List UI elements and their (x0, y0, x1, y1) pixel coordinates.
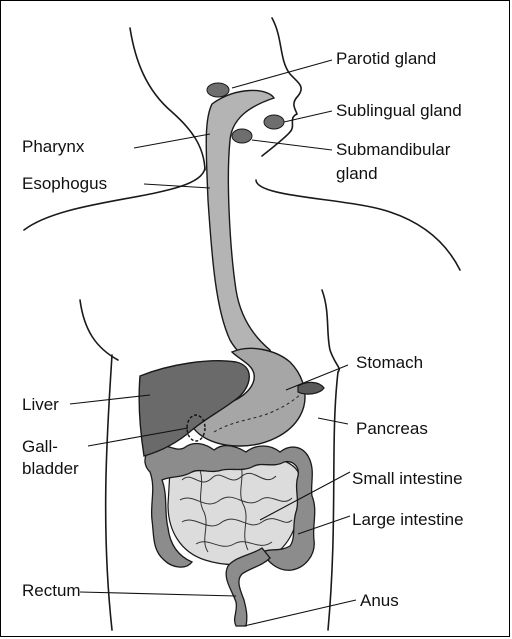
left-arm-line (80, 300, 118, 360)
leader-sublingual (284, 111, 332, 122)
right-shoulder (256, 180, 460, 270)
submandibular-gland (232, 129, 252, 143)
label-gallbladder-line1: Gall- (22, 436, 58, 457)
head-back (130, 28, 205, 170)
label-pancreas: Pancreas (356, 418, 428, 439)
label-submandibular-gland-line2: gland (336, 163, 378, 184)
label-large-intestine: Large intestine (352, 509, 464, 530)
leader-submandibular (252, 140, 332, 150)
label-anus: Anus (360, 590, 399, 611)
right-torso (328, 372, 338, 630)
leader-rectum (80, 592, 236, 596)
label-gallbladder-line2: bladder (22, 458, 79, 479)
label-liver: Liver (22, 394, 59, 415)
sublingual-gland (264, 115, 284, 129)
head-profile (262, 18, 301, 156)
leader-parotid (232, 60, 332, 88)
parotid-gland (207, 83, 229, 97)
right-arm-line (322, 290, 339, 372)
label-submandibular-gland-line1: Submandibular (336, 139, 450, 160)
label-small-intestine: Small intestine (352, 468, 463, 489)
leader-pancreas (318, 418, 348, 424)
left-torso (106, 355, 112, 630)
label-sublingual-gland: Sublingual gland (336, 100, 462, 121)
label-rectum: Rectum (22, 580, 81, 601)
leader-anus (244, 600, 356, 626)
label-pharynx: Pharynx (22, 136, 84, 157)
label-stomach: Stomach (356, 352, 423, 373)
label-esophagus: Esophogus (22, 173, 107, 194)
label-parotid-gland: Parotid gland (336, 48, 436, 69)
